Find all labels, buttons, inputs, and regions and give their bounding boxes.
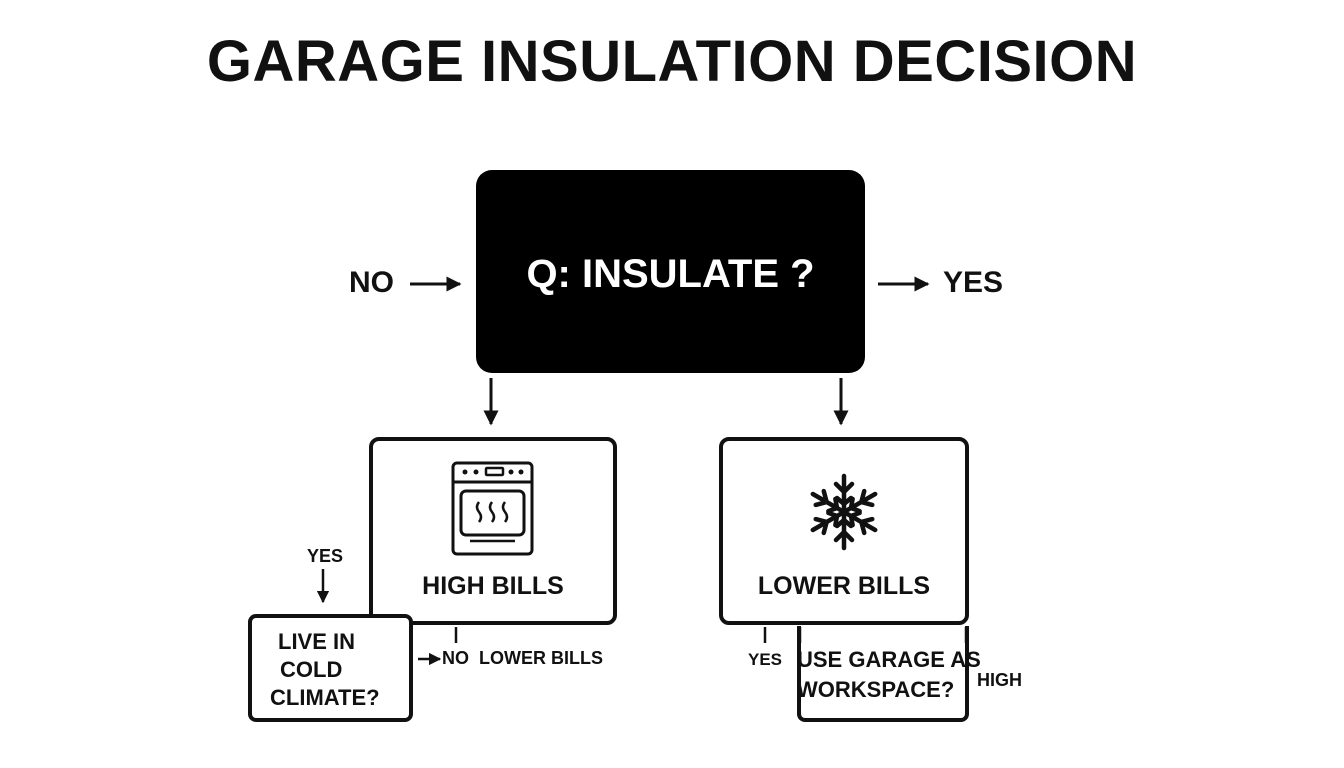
workspace-question-node bbox=[797, 626, 969, 722]
workspace-side-label: HIGH bbox=[977, 670, 1022, 690]
diagram-title: GARAGE INSULATION DECISION bbox=[206, 29, 1138, 94]
workspace-question-line-1: USE GARAGE AS bbox=[797, 647, 981, 672]
no-label: NO bbox=[349, 266, 394, 299]
question-text: Q: INSULATE ? bbox=[526, 252, 815, 296]
climate-no-result: LOWER BILLS bbox=[479, 648, 603, 668]
snowflake-icon bbox=[810, 473, 878, 551]
climate-yes-label: YES bbox=[307, 546, 344, 566]
high-bills-label: HIGH BILLS bbox=[422, 572, 564, 600]
climate-question-node bbox=[248, 614, 413, 722]
climate-question-line-2: COLD bbox=[280, 657, 343, 682]
question-node bbox=[476, 170, 865, 373]
oven-icon bbox=[451, 461, 534, 556]
lower-bills-label: LOWER BILLS bbox=[757, 572, 931, 600]
climate-question-line-3: CLIMATE? bbox=[270, 685, 380, 710]
workspace-question-line-2: WORKSPACE? bbox=[797, 677, 955, 702]
climate-no-label: NO bbox=[442, 648, 469, 668]
workspace-yes-label: YES bbox=[748, 650, 783, 669]
yes-label: YES bbox=[943, 266, 1004, 299]
climate-question-line-1: LIVE IN bbox=[278, 629, 356, 654]
